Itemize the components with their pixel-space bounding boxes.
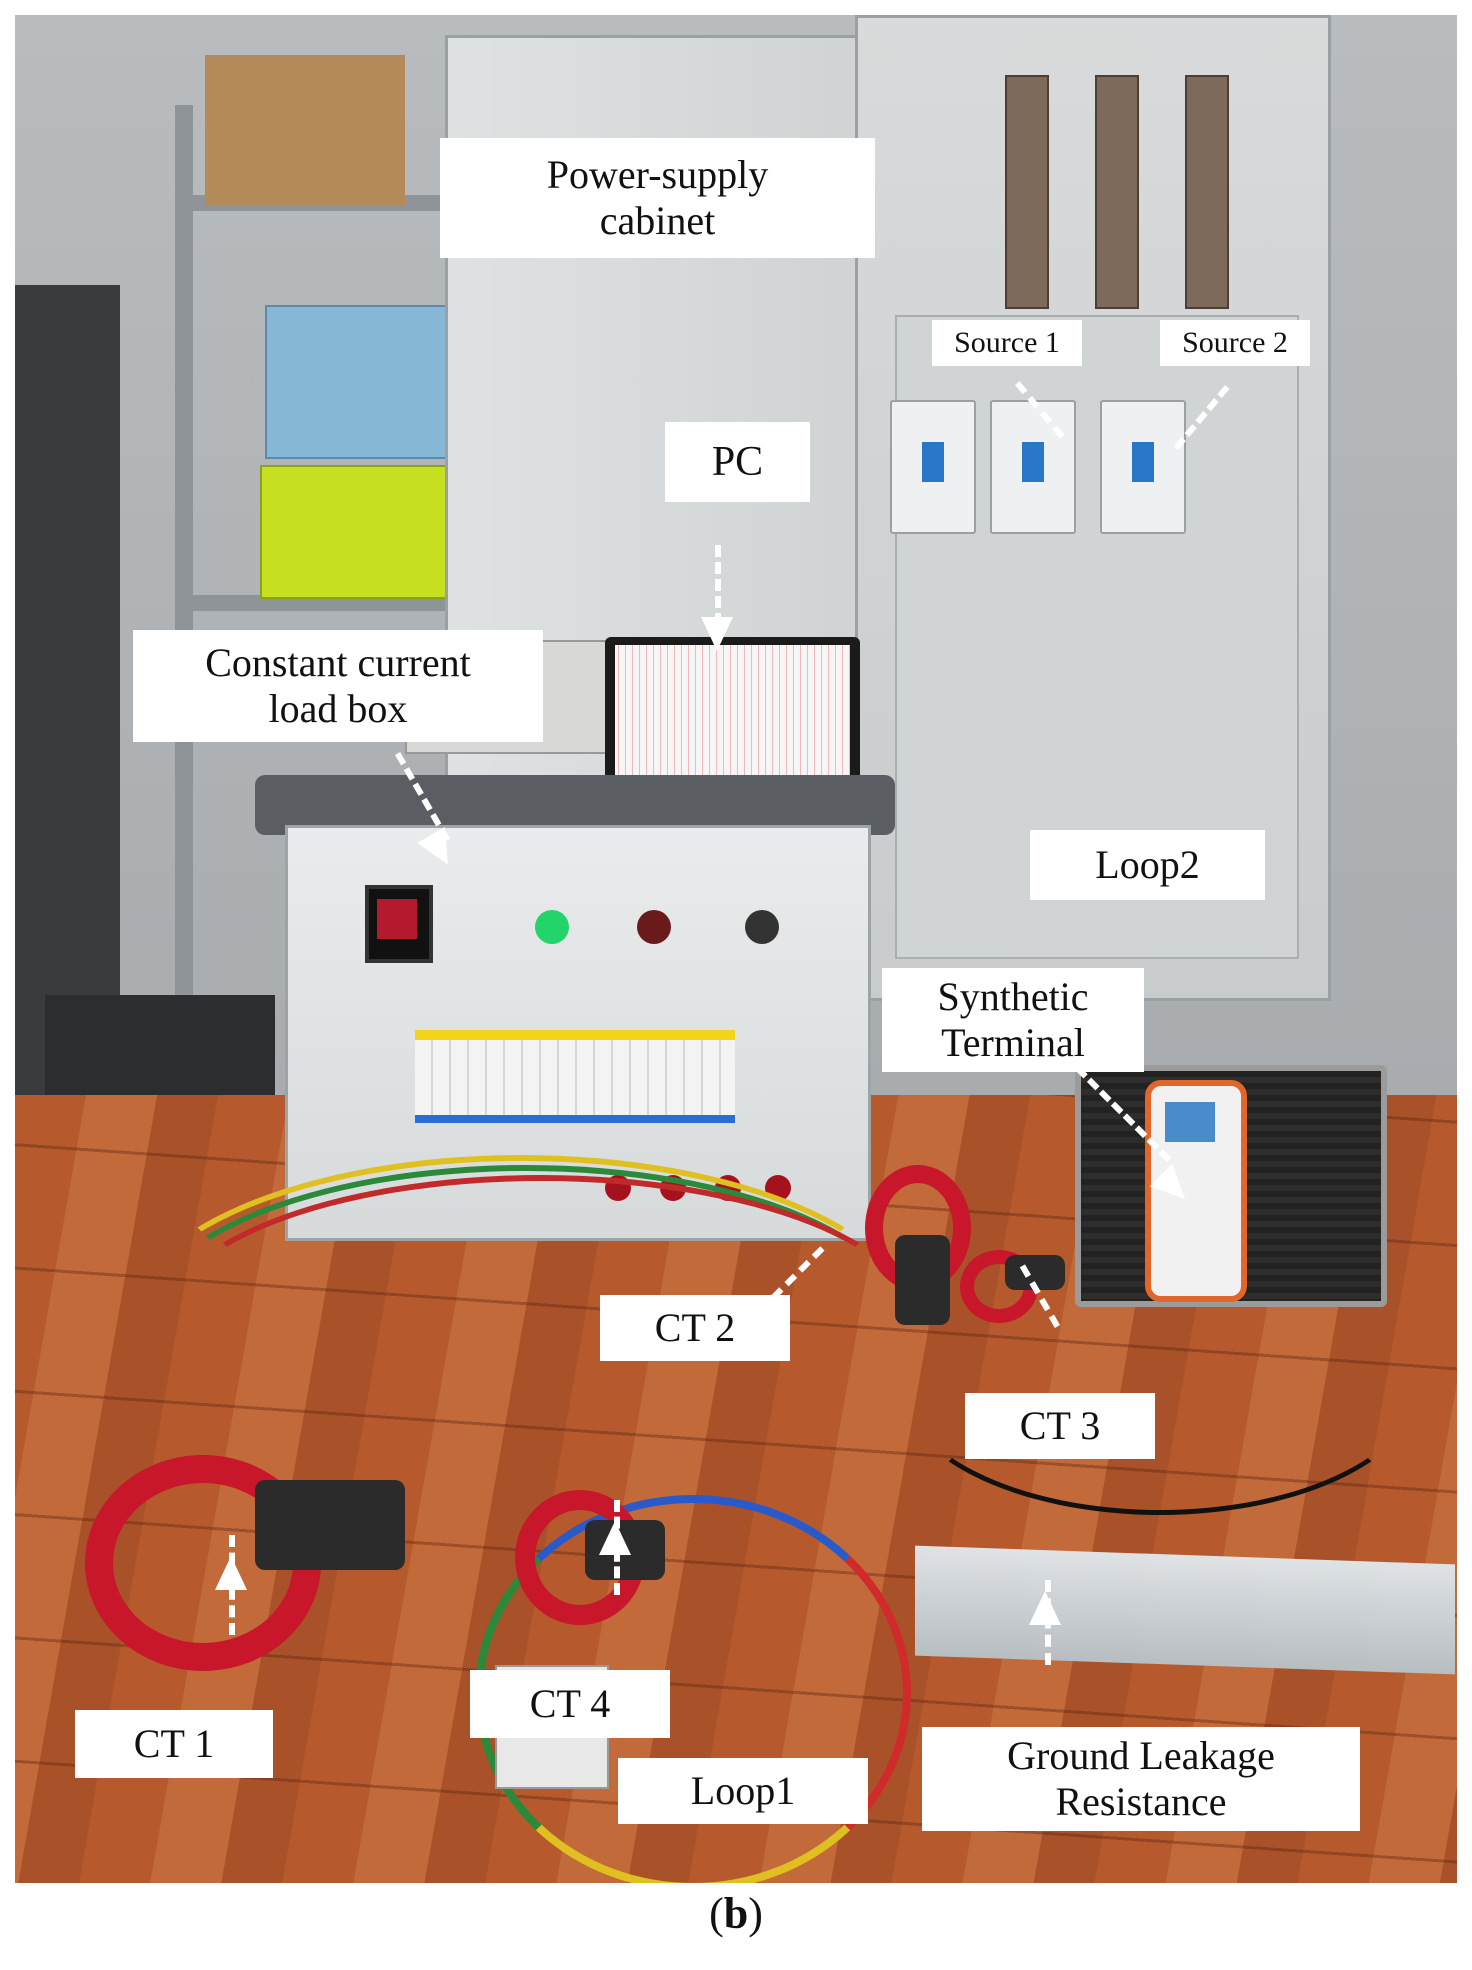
loop2-label: Loop2 bbox=[1030, 830, 1265, 900]
ct1-arrowhead bbox=[215, 1556, 247, 1590]
ct2-clamp-body bbox=[895, 1235, 950, 1325]
source2-breaker bbox=[1100, 400, 1186, 534]
power-supply-cabinet-label: Power-supply cabinet bbox=[440, 138, 875, 258]
pc-label: PC bbox=[665, 422, 810, 502]
source2-label: Source 2 bbox=[1160, 320, 1310, 366]
metal-shelf bbox=[175, 595, 475, 611]
synthetic-terminal-label: Synthetic Terminal bbox=[882, 968, 1144, 1072]
pc-arrowhead bbox=[701, 617, 733, 651]
mcb-row bbox=[415, 1030, 735, 1123]
busbar bbox=[1095, 75, 1139, 309]
red-wire bbox=[155, 1175, 927, 1487]
ct4-arrowhead bbox=[599, 1521, 631, 1555]
red-button bbox=[637, 910, 671, 944]
ground-leakage-resistance-label: Ground Leakage Resistance bbox=[922, 1727, 1360, 1831]
black-cable bbox=[895, 1245, 1425, 1515]
yellow-storage-bin bbox=[260, 465, 464, 599]
caption-open-paren: ( bbox=[709, 1889, 724, 1938]
metal-shelf-post bbox=[175, 105, 193, 1005]
circuit-breaker bbox=[890, 400, 976, 534]
source1-breaker bbox=[990, 400, 1076, 534]
test-setup-photo bbox=[15, 15, 1457, 1883]
blue-storage-bin bbox=[265, 305, 459, 459]
yellow-wire bbox=[125, 1155, 917, 1497]
ct1-clamp-body bbox=[255, 1480, 405, 1570]
busbar bbox=[1005, 75, 1049, 309]
loop1-label: Loop1 bbox=[618, 1758, 868, 1824]
key-switch bbox=[745, 910, 779, 944]
green-indicator-lamp bbox=[535, 910, 569, 944]
ct2-label: CT 2 bbox=[600, 1295, 790, 1361]
ct3-label: CT 3 bbox=[965, 1393, 1155, 1459]
source1-label: Source 1 bbox=[932, 320, 1082, 366]
cardboard-box bbox=[205, 55, 405, 205]
ct4-clamp-body bbox=[585, 1520, 665, 1580]
caption-close-paren: ) bbox=[748, 1889, 763, 1938]
green-wire bbox=[135, 1165, 917, 1497]
waveform-display bbox=[615, 645, 850, 789]
ct1-label: CT 1 bbox=[75, 1710, 273, 1778]
caption-letter: b bbox=[723, 1889, 749, 1938]
figure-caption: (b) bbox=[0, 1888, 1472, 1958]
pc-arrow bbox=[715, 545, 721, 625]
ct4-label: CT 4 bbox=[470, 1670, 670, 1738]
ground-leakage-resistor bbox=[915, 1545, 1455, 1675]
digital-meter bbox=[365, 885, 433, 963]
constant-current-load-box-label: Constant current load box bbox=[133, 630, 543, 742]
busbar bbox=[1185, 75, 1229, 309]
ct3-clamp-body bbox=[1005, 1255, 1065, 1290]
laptop-screen bbox=[605, 637, 860, 797]
resistance-arrowhead bbox=[1029, 1591, 1061, 1625]
